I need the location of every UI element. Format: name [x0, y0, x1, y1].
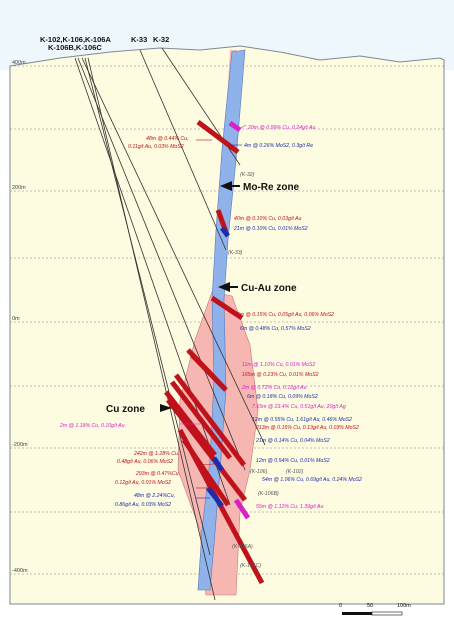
intercept-label: 2m @ 0.72% Cu, 0.12g/t Au [241, 385, 307, 391]
hole-label-k106a: (K-106A) [232, 544, 253, 550]
zone-label-cu-au: Cu-Au zone [241, 283, 297, 294]
intercept-label: 0.48g/t Au, 0.06% MoS2 [117, 459, 173, 465]
intercept-blue-2 [211, 456, 225, 472]
intercept-label: 4m @ 0.26% MoS2, 0.3g/t Re [244, 143, 313, 149]
intercept-label: 40m @ 0.10% Cu, 0.03g/t Au [234, 216, 301, 222]
hole-label-k33: (K-33) [228, 250, 243, 256]
intercept-label: 20m @ 0.99% Cu, 0.24g/t Au [247, 125, 315, 131]
intercept-label: 0.86g/t Au, 0.03% MoS2 [115, 502, 171, 508]
scale-label-50: 50 [367, 603, 373, 609]
hole-label-k106b: (K-106B) [258, 491, 279, 497]
elevation-400: 400m [12, 60, 26, 66]
elevation-200: 200m [12, 185, 26, 191]
intercept-label: 48m @ 2.24%Cu, [134, 493, 175, 499]
intercept-label: 6m @ 0.48% Cu, 0.57% MoS2 [240, 326, 311, 332]
elevation-minus-200: -200m [12, 442, 28, 448]
intercept-label: 213m @ 0.16% Cu, 0.13g/t Au, 0.03% MoS2 [255, 425, 359, 431]
intercept-labels: 20m @ 0.99% Cu, 0.24g/t Au 48m @ 0.44% C… [59, 125, 362, 510]
intercept-label: 165m @ 0.23% Cu, 0.01% MoS2 [242, 372, 319, 378]
hole-labels: (K-32) (K-33) (K-106) (K-102) (K-106B) (… [228, 172, 304, 569]
intercept-label: 21m @ 0.10% Cu, 0.01% MoS2 [233, 226, 308, 232]
collar-label-group-1: K-102,K-106,K-106A [40, 35, 111, 44]
intercept-label: 12m @ 0.55% Cu, 1.61g/t Au, 0.46% MoS2 [252, 417, 352, 423]
intercept-magenta-1 [228, 120, 242, 133]
zone-label-mo-re: Mo-Re zone [243, 182, 300, 193]
elevation-minus-400: -400m [12, 568, 28, 574]
intercept-label: 12m @ 0.54% Cu, 0.01% MoS2 [256, 458, 330, 464]
intercept-label: 66m @ 0.15% Cu, 0.05g/t Au, 0.06% MoS2 [234, 312, 334, 318]
cu-au-pointer [218, 282, 230, 292]
intercept-label: 54m @ 1.06% Cu, 0.69g/t Au, 0.24% MoS2 [262, 477, 362, 483]
intercept-label: 0.11g/t Au, 0.03% MoS2 [128, 144, 184, 150]
intercept-label: 11m @ 1.10% Cu, 0.01% MoS2 [242, 362, 315, 368]
mo-re-pointer [220, 181, 232, 191]
leader-lines [180, 124, 247, 499]
zone-label-cu: Cu zone [106, 404, 145, 415]
intercept-label: 6m @ 0.18% Cu, 0.09% MoS2 [247, 394, 318, 400]
scale-label-0: 0 [339, 603, 342, 609]
collar-label-group-2: K-106B,K-106C [48, 43, 102, 52]
hole-label-k32: (K-32) [240, 172, 255, 178]
lode-bars [164, 120, 265, 585]
intercept-blue-1 [220, 226, 230, 238]
intercept-label: 242m @ 1.28% Cu, [133, 451, 179, 457]
hole-label-k106: (K-106) [250, 469, 268, 475]
elevation-0: 0m [12, 316, 20, 322]
drill-holes [74, 47, 266, 601]
scale-label-100: 100m [397, 603, 411, 609]
cu-zone-pointer [160, 404, 172, 412]
intercept-label: 2m @ 1.18% Cu, 0.10g/t Au [59, 423, 125, 429]
hole-label-k106c: (K-106C) [240, 563, 261, 569]
collar-label-k32: K-32 [153, 35, 169, 44]
intercept-magenta-2 [233, 498, 251, 520]
intercept-label: 21m @ 0.14% Cu, 0.04% MoS2 [255, 438, 330, 444]
collar-label-k33: K-33 [131, 35, 147, 44]
intercept-label: 293m @ 0.47%Cu, [135, 471, 180, 477]
hole-label-k102: (K-102) [286, 469, 304, 475]
intercept-label: 48m @ 0.44% Cu, [146, 136, 188, 142]
scale-bar: 0 50 100m [339, 603, 411, 616]
intercept-label: 0.12g/t Au, 0.01% MoS2 [115, 480, 171, 486]
intercept-label: 55m @ 1.12% Cu, 1.39g/t Au [256, 504, 323, 510]
intercept-label: 7.65m @ 23.4% Cu, 0.51g/t Au, 20g/t Ag [252, 404, 346, 410]
intercept-blue-3 [206, 486, 224, 508]
